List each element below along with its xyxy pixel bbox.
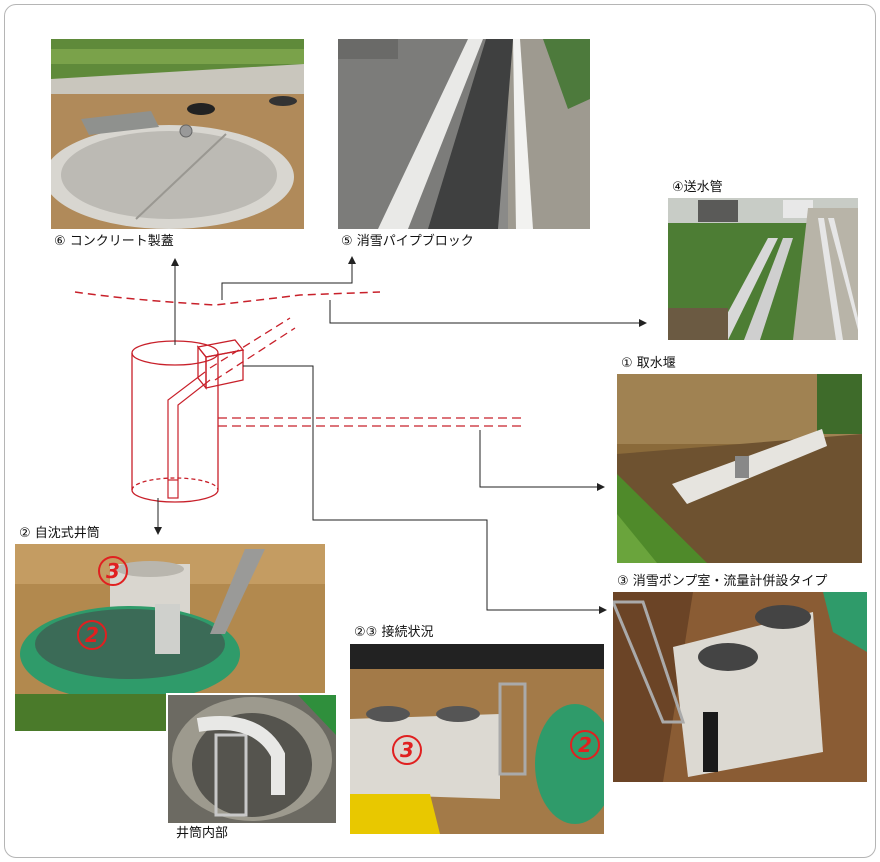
marker-three-connection: 3 bbox=[392, 735, 422, 765]
photo-snow-pipe-block bbox=[338, 39, 590, 229]
label-concrete-lid: ⑥ コンクリート製蓋 bbox=[54, 234, 174, 249]
photo-water-pipe bbox=[668, 198, 858, 340]
label-connection-status: ②③ 接続状況 bbox=[354, 625, 434, 640]
label-self-sinking-well: ② 自沈式井筒 bbox=[19, 526, 100, 541]
label-intake-weir: ① 取水堰 bbox=[621, 356, 676, 371]
label-well-interior: 井筒内部 bbox=[176, 826, 229, 841]
photo-intake-weir bbox=[617, 374, 862, 563]
photo-concrete-lid bbox=[51, 39, 304, 229]
marker-two-connection: 2 bbox=[570, 730, 600, 760]
marker-two: 2 bbox=[77, 620, 107, 650]
photo-well-interior bbox=[166, 693, 338, 825]
marker-three: 3 bbox=[98, 556, 128, 586]
photo-pump-room bbox=[613, 592, 867, 782]
photo-connection-status bbox=[350, 644, 604, 834]
label-pump-room: ③ 消雪ポンプ室・流量計併設タイプ bbox=[617, 574, 828, 589]
label-water-pipe: ④送水管 bbox=[672, 180, 723, 195]
label-snow-pipe-block: ⑤ 消雪パイプブロック bbox=[341, 234, 474, 249]
